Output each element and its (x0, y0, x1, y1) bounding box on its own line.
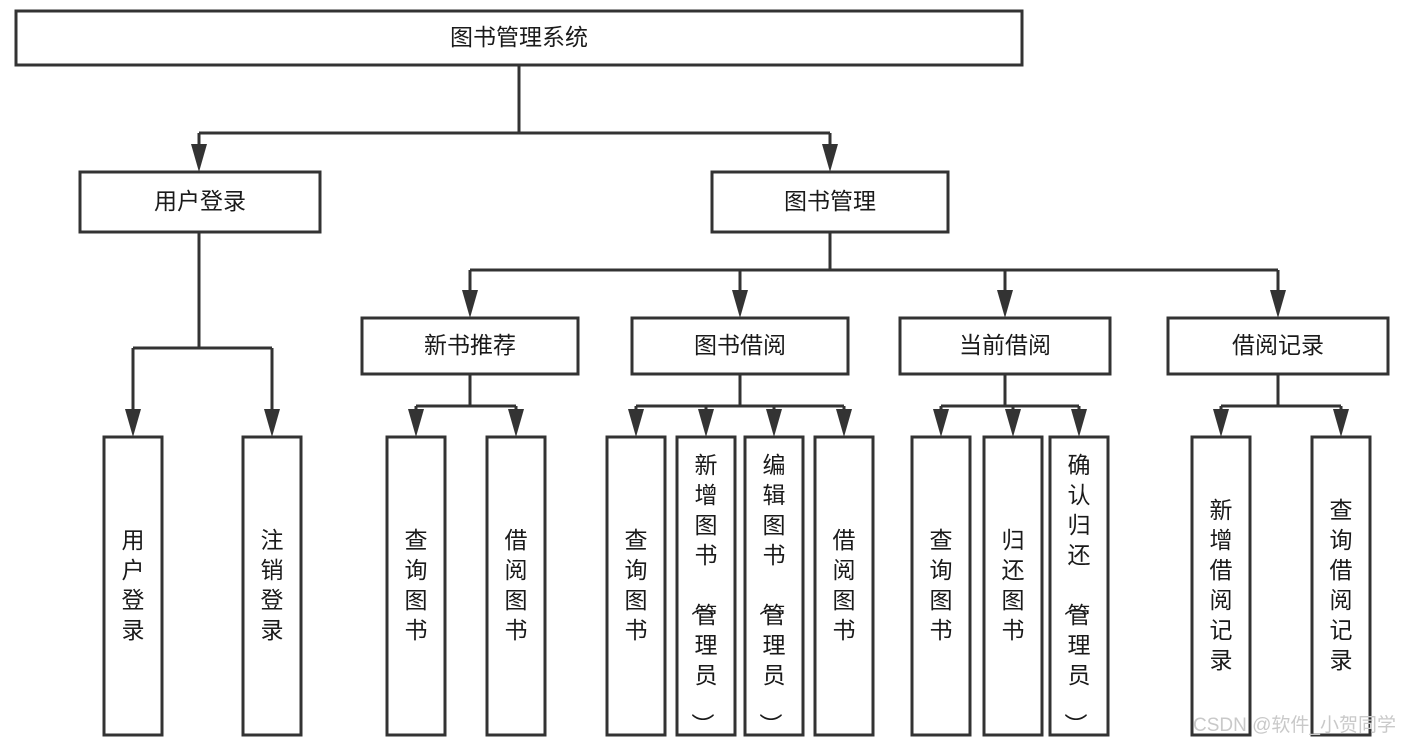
node-level3-2-label: 当前借阅 (959, 332, 1051, 358)
node-leaf-0-rect (102, 435, 164, 737)
node-leaf-7[interactable]: 借阅图书 (813, 435, 875, 737)
root-arrow-0-head (191, 144, 207, 172)
node-leaf-3-label: 借阅图书 (505, 527, 528, 643)
group-0-arrow-0-head (408, 409, 424, 437)
node-leaf-11-rect (1190, 435, 1252, 737)
manage-arrow-3-head (1270, 290, 1286, 318)
login-arrow-0-head (125, 409, 141, 437)
node-leaf-8[interactable]: 查询图书 (910, 435, 972, 737)
node-level2-1-rect (710, 170, 950, 234)
node-leaf-6-rect (743, 435, 805, 737)
node-leaf-6-label: 编辑图书（管理员） (758, 452, 786, 736)
node-leaf-12[interactable]: 查询借阅记录 (1310, 435, 1372, 737)
group-3-arrow-1-head (1333, 409, 1349, 437)
node-leaf-10-rect (1048, 435, 1110, 737)
node-level2-1[interactable]: 图书管理 (710, 170, 950, 234)
node-level3-1[interactable]: 图书借阅 (630, 316, 850, 376)
group-2-arrow-0-head (933, 409, 949, 437)
node-level3-3[interactable]: 借阅记录 (1166, 316, 1390, 376)
node-leaf-11-label: 新增借阅记录 (1210, 497, 1233, 673)
node-leaf-3[interactable]: 借阅图书 (485, 435, 547, 737)
group-2-arrow-2-head (1071, 409, 1087, 437)
node-leaf-0[interactable]: 用户登录 (102, 435, 164, 737)
node-leaf-4-label: 查询图书 (625, 527, 648, 643)
node-level3-2-rect (898, 316, 1112, 376)
node-leaf-0-label: 用户登录 (122, 527, 145, 643)
node-leaf-1-rect (241, 435, 303, 737)
node-level3-1-rect (630, 316, 850, 376)
node-leaf-4[interactable]: 查询图书 (605, 435, 667, 737)
node-level3-3-label: 借阅记录 (1232, 332, 1324, 358)
node-leaf-9-label: 归还图书 (1002, 527, 1025, 643)
node-leaf-12-rect (1310, 435, 1372, 737)
node-leaf-2-label: 查询图书 (405, 527, 428, 643)
node-level2-0[interactable]: 用户登录 (78, 170, 322, 234)
group-2-arrow-1-head (1005, 409, 1021, 437)
node-level2-0-rect (78, 170, 322, 234)
node-leaf-8-label: 查询图书 (930, 527, 953, 643)
manage-arrow-2-head (997, 290, 1013, 318)
node-leaf-2[interactable]: 查询图书 (385, 435, 447, 737)
node-leaf-7-rect (813, 435, 875, 737)
node-leaf-9-rect (982, 435, 1044, 737)
group-1-arrow-0-head (628, 409, 644, 437)
connector-layer (125, 65, 1349, 437)
node-level3-0[interactable]: 新书推荐 (360, 316, 580, 376)
node-leaf-5-label: 新增图书（管理员） (690, 452, 718, 736)
node-root-rect (14, 9, 1024, 67)
node-leaf-7-label: 借阅图书 (833, 527, 856, 643)
node-leaf-5-rect (675, 435, 737, 737)
node-leaf-1[interactable]: 注销登录 (241, 435, 303, 737)
login-arrow-1-head (264, 409, 280, 437)
group-1-arrow-1-head (698, 409, 714, 437)
node-leaf-4-rect (605, 435, 667, 737)
node-leaf-12-label: 查询借阅记录 (1330, 497, 1353, 673)
group-3-arrow-0-head (1213, 409, 1229, 437)
node-leaf-5[interactable]: 新增图书（管理员） (675, 435, 737, 737)
node-level3-0-label: 新书推荐 (424, 332, 516, 358)
node-leaf-10-label: 确认归还（管理员） (1063, 452, 1091, 736)
node-level3-2[interactable]: 当前借阅 (898, 316, 1112, 376)
csdn-watermark: CSDN @软件_小贺同学 (1193, 714, 1396, 736)
manage-arrow-0-head (462, 290, 478, 318)
node-level3-0-rect (360, 316, 580, 376)
node-layer: 图书管理系统用户登录图书管理新书推荐图书借阅当前借阅借阅记录用户登录注销登录查询… (14, 9, 1390, 737)
group-1-arrow-3-head (836, 409, 852, 437)
node-leaf-2-rect (385, 435, 447, 737)
node-level3-3-rect (1166, 316, 1390, 376)
group-1-arrow-2-head (766, 409, 782, 437)
group-0-arrow-1-head (508, 409, 524, 437)
manage-arrow-1-head (732, 290, 748, 318)
root-arrow-1-head (822, 144, 838, 172)
node-leaf-6[interactable]: 编辑图书（管理员） (743, 435, 805, 737)
node-leaf-3-rect (485, 435, 547, 737)
node-leaf-9[interactable]: 归还图书 (982, 435, 1044, 737)
node-leaf-8-rect (910, 435, 972, 737)
node-level2-1-label: 图书管理 (784, 188, 876, 214)
node-leaf-10[interactable]: 确认归还（管理员） (1048, 435, 1110, 737)
node-root[interactable]: 图书管理系统 (14, 9, 1024, 67)
node-leaf-11[interactable]: 新增借阅记录 (1190, 435, 1252, 737)
node-leaf-1-label: 注销登录 (261, 527, 284, 643)
node-root-label: 图书管理系统 (450, 24, 588, 50)
node-level3-1-label: 图书借阅 (694, 332, 786, 358)
node-level2-0-label: 用户登录 (154, 188, 246, 214)
